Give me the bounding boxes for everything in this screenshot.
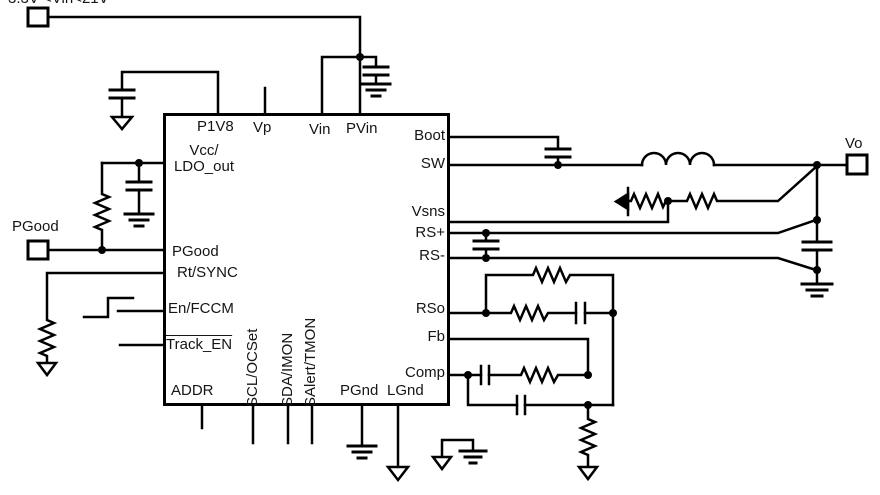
ground-net-tie bbox=[430, 438, 488, 472]
p1v8-ground-arrow bbox=[109, 115, 135, 131]
pgood-net bbox=[26, 239, 165, 261]
pin-label-addr: ADDR bbox=[171, 382, 214, 399]
pgood-terminal bbox=[26, 239, 50, 261]
pin-label-pgnd: PGnd bbox=[340, 382, 379, 399]
vcc-net bbox=[91, 161, 165, 252]
en-step-signal bbox=[82, 296, 135, 319]
pin-label-vin: Vin bbox=[309, 121, 331, 138]
vsns-resistor-left bbox=[626, 190, 670, 212]
input-net bbox=[26, 6, 378, 115]
rt-resistor bbox=[35, 271, 165, 378]
pin-label-lgnd: LGnd bbox=[387, 382, 424, 399]
junction-dots bbox=[98, 53, 821, 409]
bottom-pin-stubs bbox=[200, 404, 314, 445]
boot-capacitor bbox=[448, 135, 572, 167]
pin-label-sw: SW bbox=[420, 155, 445, 172]
pin-label-salert-tmon: SAlert/TMON bbox=[302, 317, 319, 407]
output-ground bbox=[800, 282, 834, 298]
comp-resistor bbox=[487, 364, 590, 386]
p1v8-capacitor bbox=[108, 70, 220, 131]
pin-label-track-en: Track_EN bbox=[166, 336, 233, 353]
vo-terminal-label: Vo bbox=[845, 135, 863, 152]
input-terminal bbox=[26, 6, 50, 28]
pin-label-pvin: PVin bbox=[346, 120, 378, 137]
rso-bottom-resistor bbox=[484, 302, 578, 324]
output-capacitor-net bbox=[800, 163, 834, 298]
pin-label-p1v8: P1V8 bbox=[197, 118, 234, 135]
remote-sense-arrow bbox=[613, 191, 630, 212]
input-capacitor bbox=[362, 65, 390, 86]
pin-label-fb: Fb bbox=[427, 328, 445, 345]
rs-sense-net bbox=[448, 218, 818, 272]
pin-label-vcc-ldo: Vcc/ LDO_out bbox=[173, 142, 235, 175]
rt-ground-arrow bbox=[35, 361, 59, 378]
pin-label-rs-plus: RS+ bbox=[415, 224, 445, 241]
input-ground bbox=[360, 82, 392, 98]
pin-label-boot: Boot bbox=[414, 127, 445, 144]
fb-ground-arrow bbox=[576, 465, 600, 482]
pin-label-vsns: Vsns bbox=[411, 203, 445, 220]
rso-capacitor bbox=[574, 301, 587, 325]
pin-label-vp: Vp bbox=[253, 119, 272, 136]
pin-label-comp: Comp bbox=[404, 364, 445, 381]
pin-label-sda-imon: SDA/IMON bbox=[279, 332, 296, 407]
input-range-label: 3.3V <Vin<21V bbox=[8, 0, 109, 8]
vo-terminal bbox=[845, 153, 869, 176]
sw-output-net bbox=[448, 151, 869, 176]
pin-label-scl-ocset: SCL/OCSet bbox=[244, 328, 261, 407]
pgood-pullup-resistor bbox=[91, 161, 113, 252]
pin-label-rt-sync: Rt/SYNC bbox=[177, 264, 238, 281]
pin-label-rs-minus: RS- bbox=[419, 247, 445, 264]
vsns-resistor-right bbox=[666, 164, 819, 212]
inductor bbox=[640, 151, 716, 167]
pin-label-rso: RSo bbox=[415, 300, 445, 317]
vcc-ground bbox=[123, 212, 155, 228]
pgnd-ground bbox=[346, 404, 378, 460]
rso-network bbox=[448, 264, 615, 407]
vsns-network bbox=[448, 164, 819, 224]
en-net bbox=[82, 296, 165, 319]
fb-bottom-resistor bbox=[577, 403, 599, 469]
lgnd-ground bbox=[385, 404, 411, 483]
lgnd-ground-arrow bbox=[385, 465, 411, 483]
pgood-terminal-label: PGood bbox=[12, 218, 59, 235]
rso-top-resistor bbox=[484, 264, 615, 315]
tie-earth-ground bbox=[458, 449, 488, 465]
tie-arrow-ground bbox=[430, 455, 454, 472]
pin-label-pgood: PGood bbox=[172, 243, 219, 260]
pin-label-en-fccm: En/FCCM bbox=[168, 300, 234, 317]
ic-body bbox=[163, 113, 450, 406]
